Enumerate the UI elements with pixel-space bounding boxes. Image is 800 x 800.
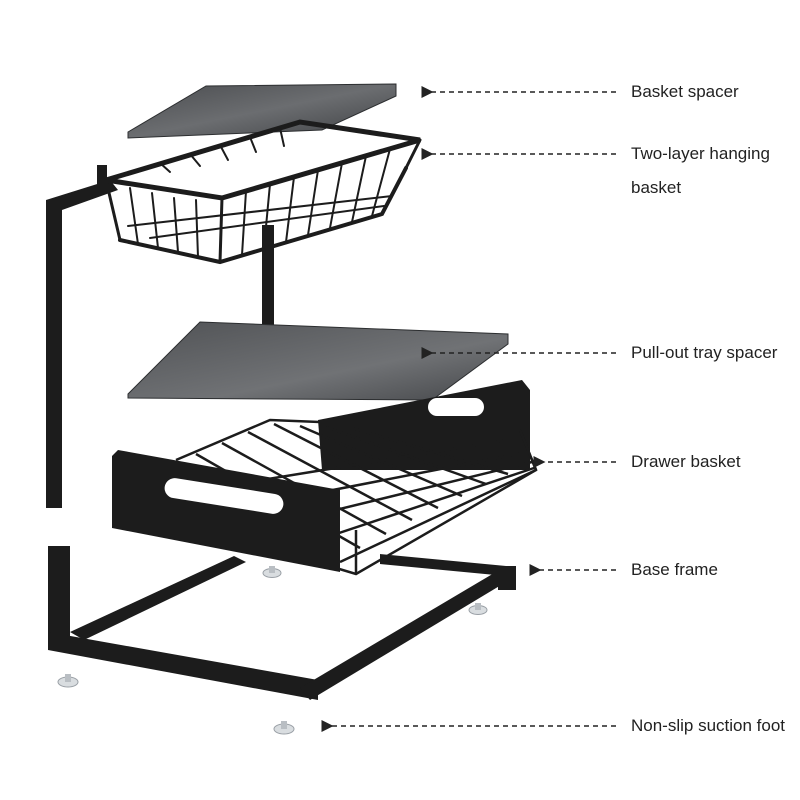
suction-feet (57, 566, 488, 735)
label-hanging-basket-line2: basket (631, 178, 682, 197)
tray-spacer-plate (127, 321, 509, 401)
suction-foot (262, 566, 282, 578)
suction-foot (57, 674, 79, 688)
label-base-frame: Base frame (631, 560, 718, 579)
label-tray-spacer: Pull-out tray spacer (631, 343, 778, 362)
label-suction-foot: Non-slip suction foot (631, 716, 786, 735)
callout-arrows (321, 86, 616, 732)
label-drawer-basket: Drawer basket (631, 452, 741, 471)
upper-frame (46, 165, 274, 508)
suction-foot (273, 721, 295, 735)
label-basket-spacer: Basket spacer (631, 82, 739, 101)
hanging-basket (104, 119, 422, 265)
base-frame (48, 546, 516, 700)
drawer-basket (112, 380, 538, 576)
label-hanging-basket-line1: Two-layer hanging (631, 144, 770, 163)
suction-foot (468, 603, 488, 615)
